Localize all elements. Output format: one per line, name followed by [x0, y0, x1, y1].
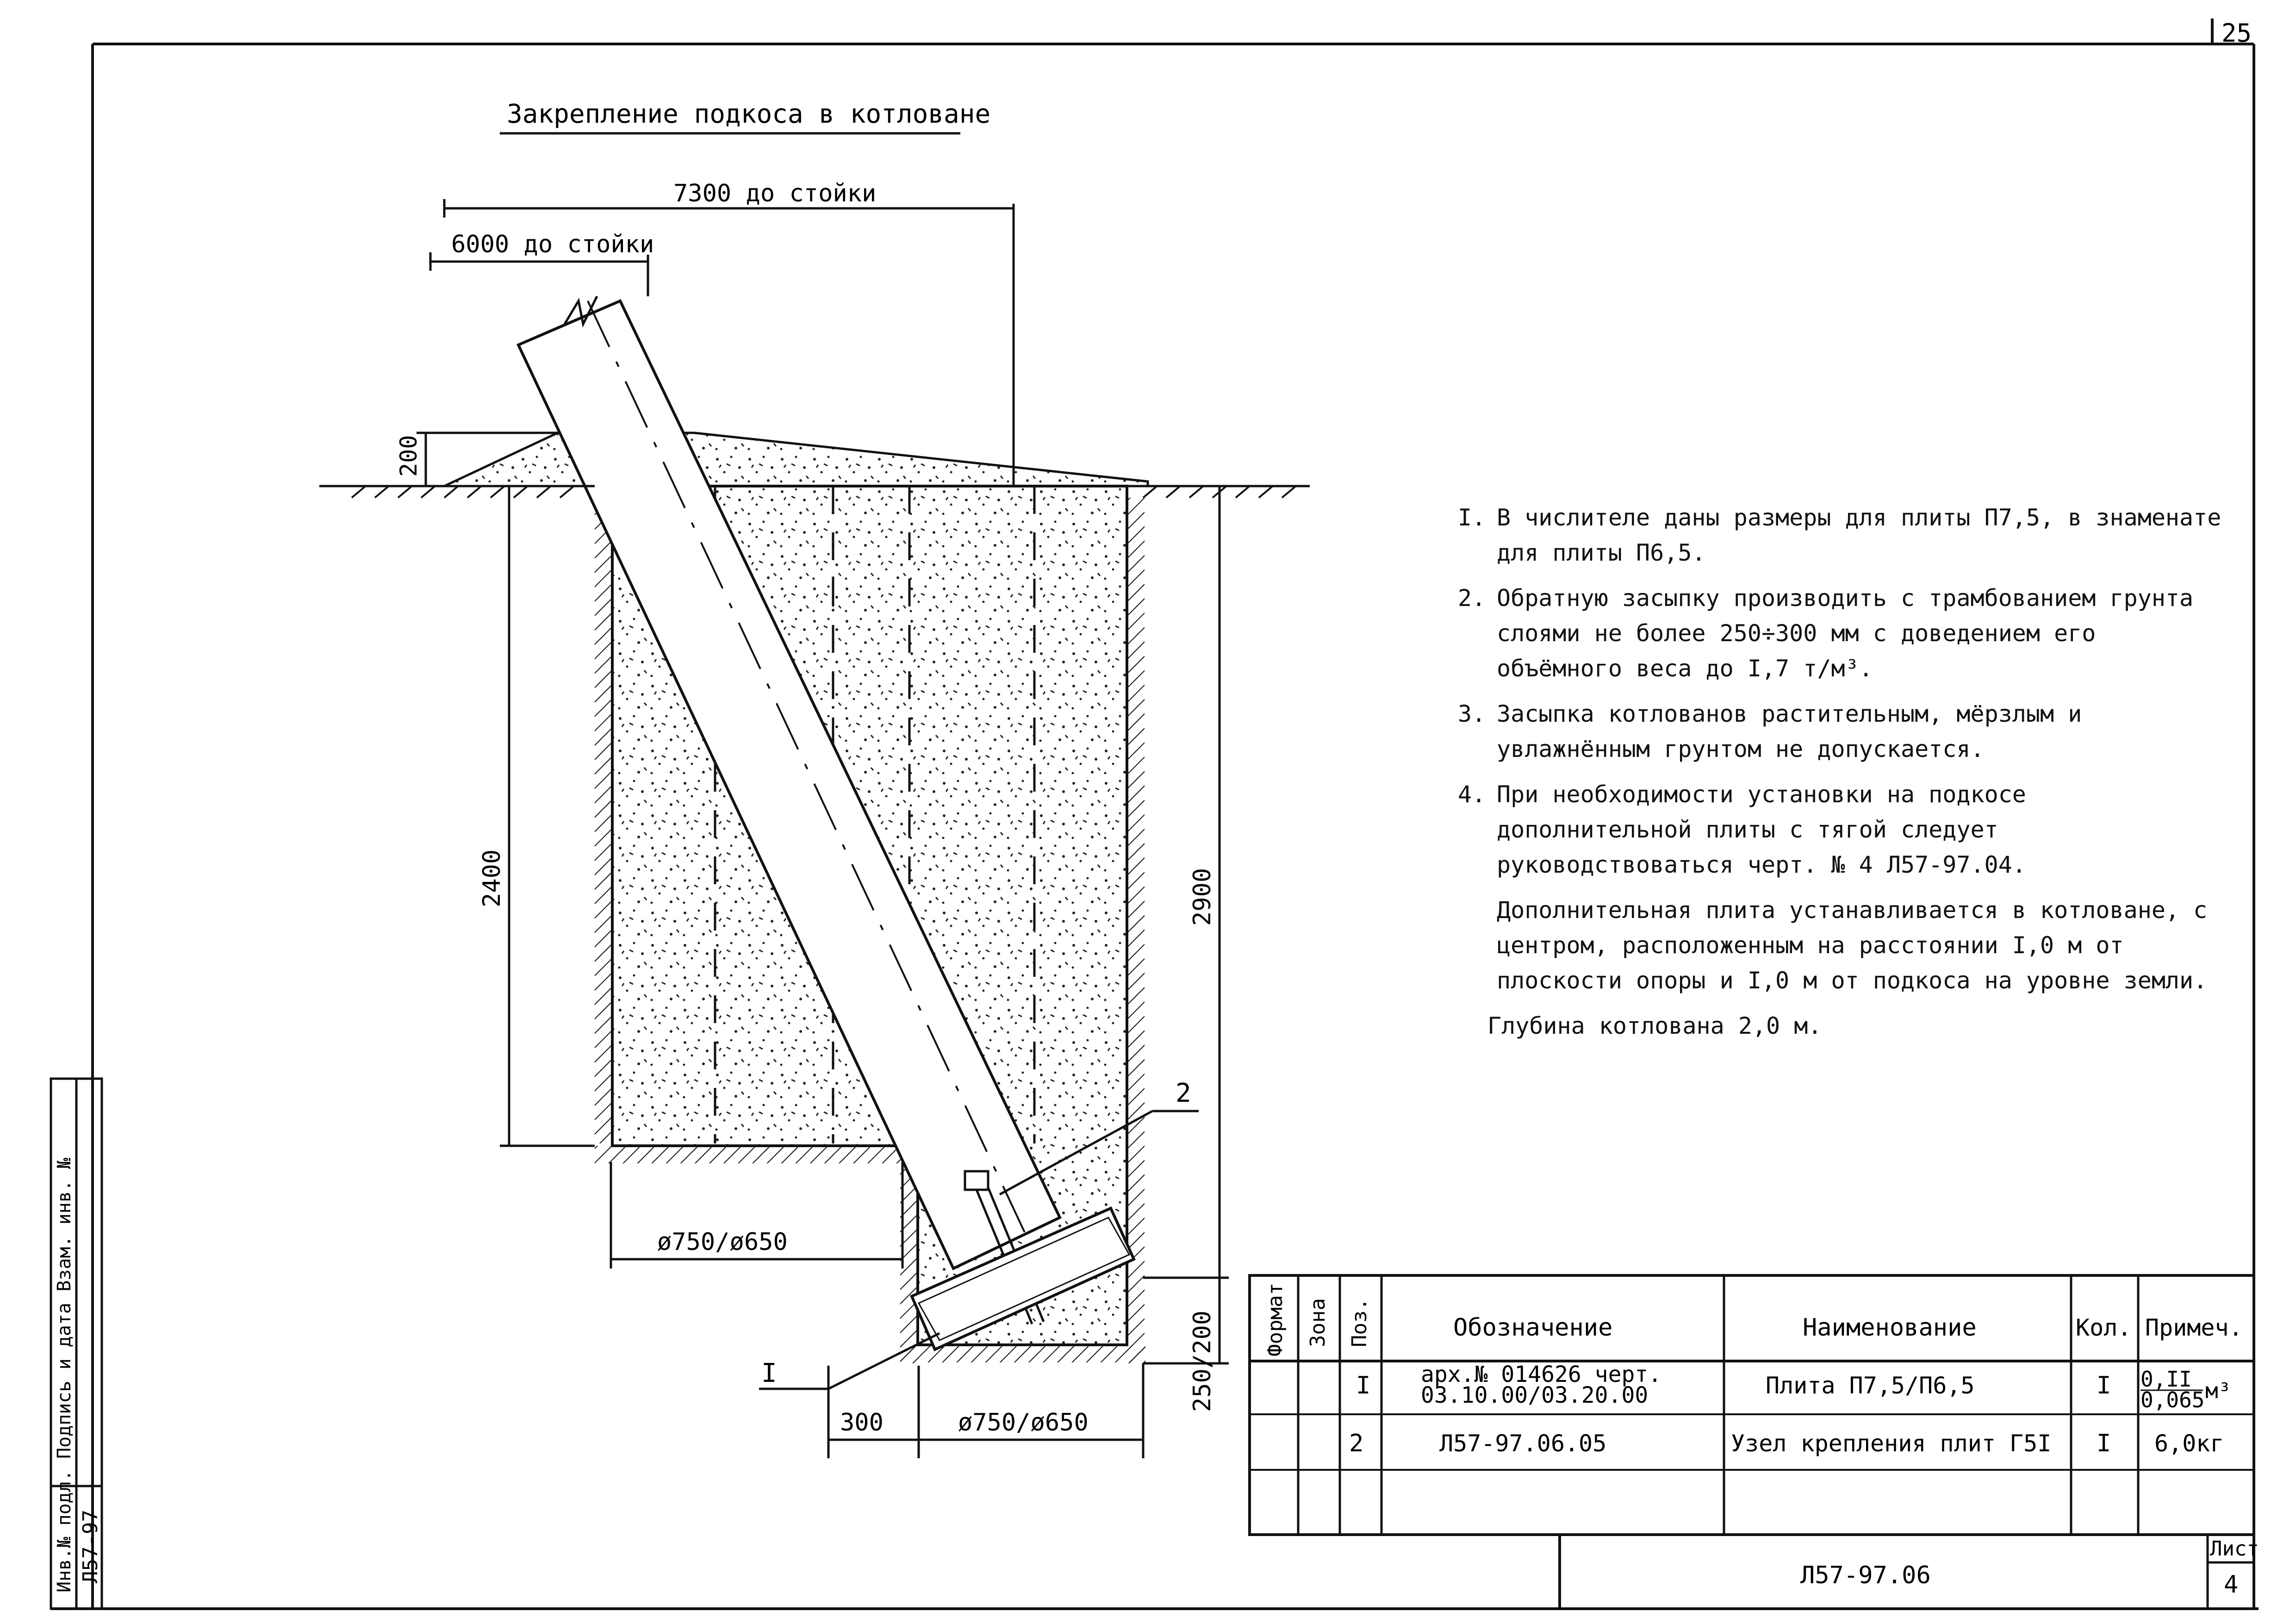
row2-name: Узел крепления плит Г5I [1731, 1430, 2051, 1457]
callout-leaders [759, 1110, 1199, 1390]
note-3-text: Засыпка котлованов растительным, мёрзлым… [1497, 700, 2082, 762]
row1-qty: I [2097, 1372, 2111, 1399]
row1-note-denominator: 0,065 [2140, 1387, 2204, 1412]
row2-pos: 2 [1349, 1430, 1363, 1457]
note-4-number: 4. [1458, 781, 1486, 808]
ground-hatch-left [351, 485, 575, 499]
drawing-title: Закрепление подкоса в котловане [507, 99, 990, 129]
note-3: 3. Засыпка котлованов растительным, мёрзл… [1458, 696, 2235, 767]
notes-block: I. В числителе даны размеры для плиты П7,… [1458, 500, 2235, 1054]
dimension-250-200 [1143, 1278, 1229, 1365]
dimension-7300-label: 7300 до стойки [673, 180, 876, 207]
dimension-200 [417, 431, 558, 486]
table-header-note: Примеч. [2145, 1314, 2243, 1341]
table-header-format: Формат [1263, 1283, 1287, 1356]
margin-stamp [50, 1077, 103, 1610]
row1-designation-line1: арх.№ 014626 черт. [1421, 1362, 1661, 1387]
ground-hatch-right [1142, 485, 1297, 499]
table-header-pos: Поз. [1348, 1298, 1371, 1347]
dimension-2400-label: 2400 [478, 849, 506, 907]
table-header-designation: Обозначение [1453, 1314, 1612, 1342]
note-3-number: 3. [1458, 700, 1486, 727]
row1-name: Плита П7,5/П6,5 [1766, 1372, 1975, 1399]
note-2-number: 2. [1458, 585, 1486, 612]
dimension-250-200-label: 250/200 [1188, 1311, 1216, 1412]
dimension-2900-label: 2900 [1188, 868, 1216, 926]
title-block-sheet-number: 4 [2224, 1571, 2238, 1599]
table-header-qty: Кол. [2076, 1314, 2131, 1341]
page-number: 25 [2221, 19, 2252, 48]
anchor-node [964, 1170, 989, 1191]
note-4: 4. При необходимости установки на подкосе… [1458, 777, 2235, 882]
dimension-6000-label: 6000 до стойки [451, 231, 654, 258]
row2-note: 6,0кг [2154, 1430, 2224, 1457]
dimension-750-650-top [610, 1162, 904, 1268]
backfill-mound [443, 431, 1149, 487]
margin-stamp-code: Л57-97 [79, 1510, 102, 1583]
row1-designation-line2: 03.10.00/03.20.00 [1421, 1382, 1648, 1408]
row2-designation: Л57-97.06.05 [1439, 1430, 1606, 1457]
callout-2: 2 [1176, 1078, 1191, 1108]
strut-break-line [563, 295, 598, 328]
note-2: 2. Обратную засыпку производить с трамбов… [1458, 581, 2235, 686]
title-block [1558, 1535, 2254, 1609]
pit-wall-hatch-right [1127, 498, 1145, 1363]
row1-note-numerator: 0,II [2140, 1367, 2192, 1392]
note-1-number: I. [1458, 504, 1486, 531]
spec-table [1248, 1274, 2255, 1536]
dimension-300-and-750-lower [827, 1363, 1145, 1458]
row2-qty: I [2097, 1430, 2111, 1457]
dimension-300-label: 300 [840, 1409, 884, 1437]
note-2-text: Обратную засыпку производить с трамбован… [1497, 585, 2194, 682]
note-4-continuation: Дополнительная плита устанавливается в к… [1497, 897, 2208, 994]
dimension-7300 [443, 199, 1015, 486]
row1-pos: I [1356, 1372, 1370, 1399]
table-header-name: Наименование [1803, 1314, 1977, 1342]
title-block-sheet-label: Лист [2210, 1537, 2259, 1561]
dimension-200-label: 200 [395, 435, 422, 477]
row1-note-unit: м³ [2205, 1378, 2231, 1403]
anchor-slab [910, 1206, 1136, 1351]
margin-stamp-text: Инв.№ подл. Подпись и дата Взам. инв. № [54, 1158, 75, 1593]
strut-axis [587, 300, 1047, 1278]
dimension-6000 [429, 252, 649, 296]
title-block-code: Л57-97.06 [1800, 1562, 1931, 1589]
note-1: I. В числителе даны размеры для плиты П7,… [1458, 500, 2235, 570]
note-4-text: При необходимости установки на подкосе д… [1497, 781, 2026, 878]
table-header-zone: Зона [1306, 1298, 1330, 1347]
dimension-2400 [500, 485, 595, 1147]
anchor-slab-inner [917, 1217, 1131, 1341]
dimension-750-650-bottom-label: ø750/ø650 [958, 1409, 1089, 1437]
callout-1: I [761, 1358, 777, 1388]
pit-step-hatch [595, 1146, 900, 1163]
pit-wall-hatch-left [595, 498, 612, 1143]
note-pit-depth: Глубина котлована 2,0 м. [1487, 1012, 1822, 1039]
dimension-2900 [1143, 486, 1229, 1279]
note-1-text: В числителе даны размеры для плиты П7,5,… [1497, 504, 2221, 566]
dimension-750-650-top-label: ø750/ø650 [657, 1228, 788, 1256]
